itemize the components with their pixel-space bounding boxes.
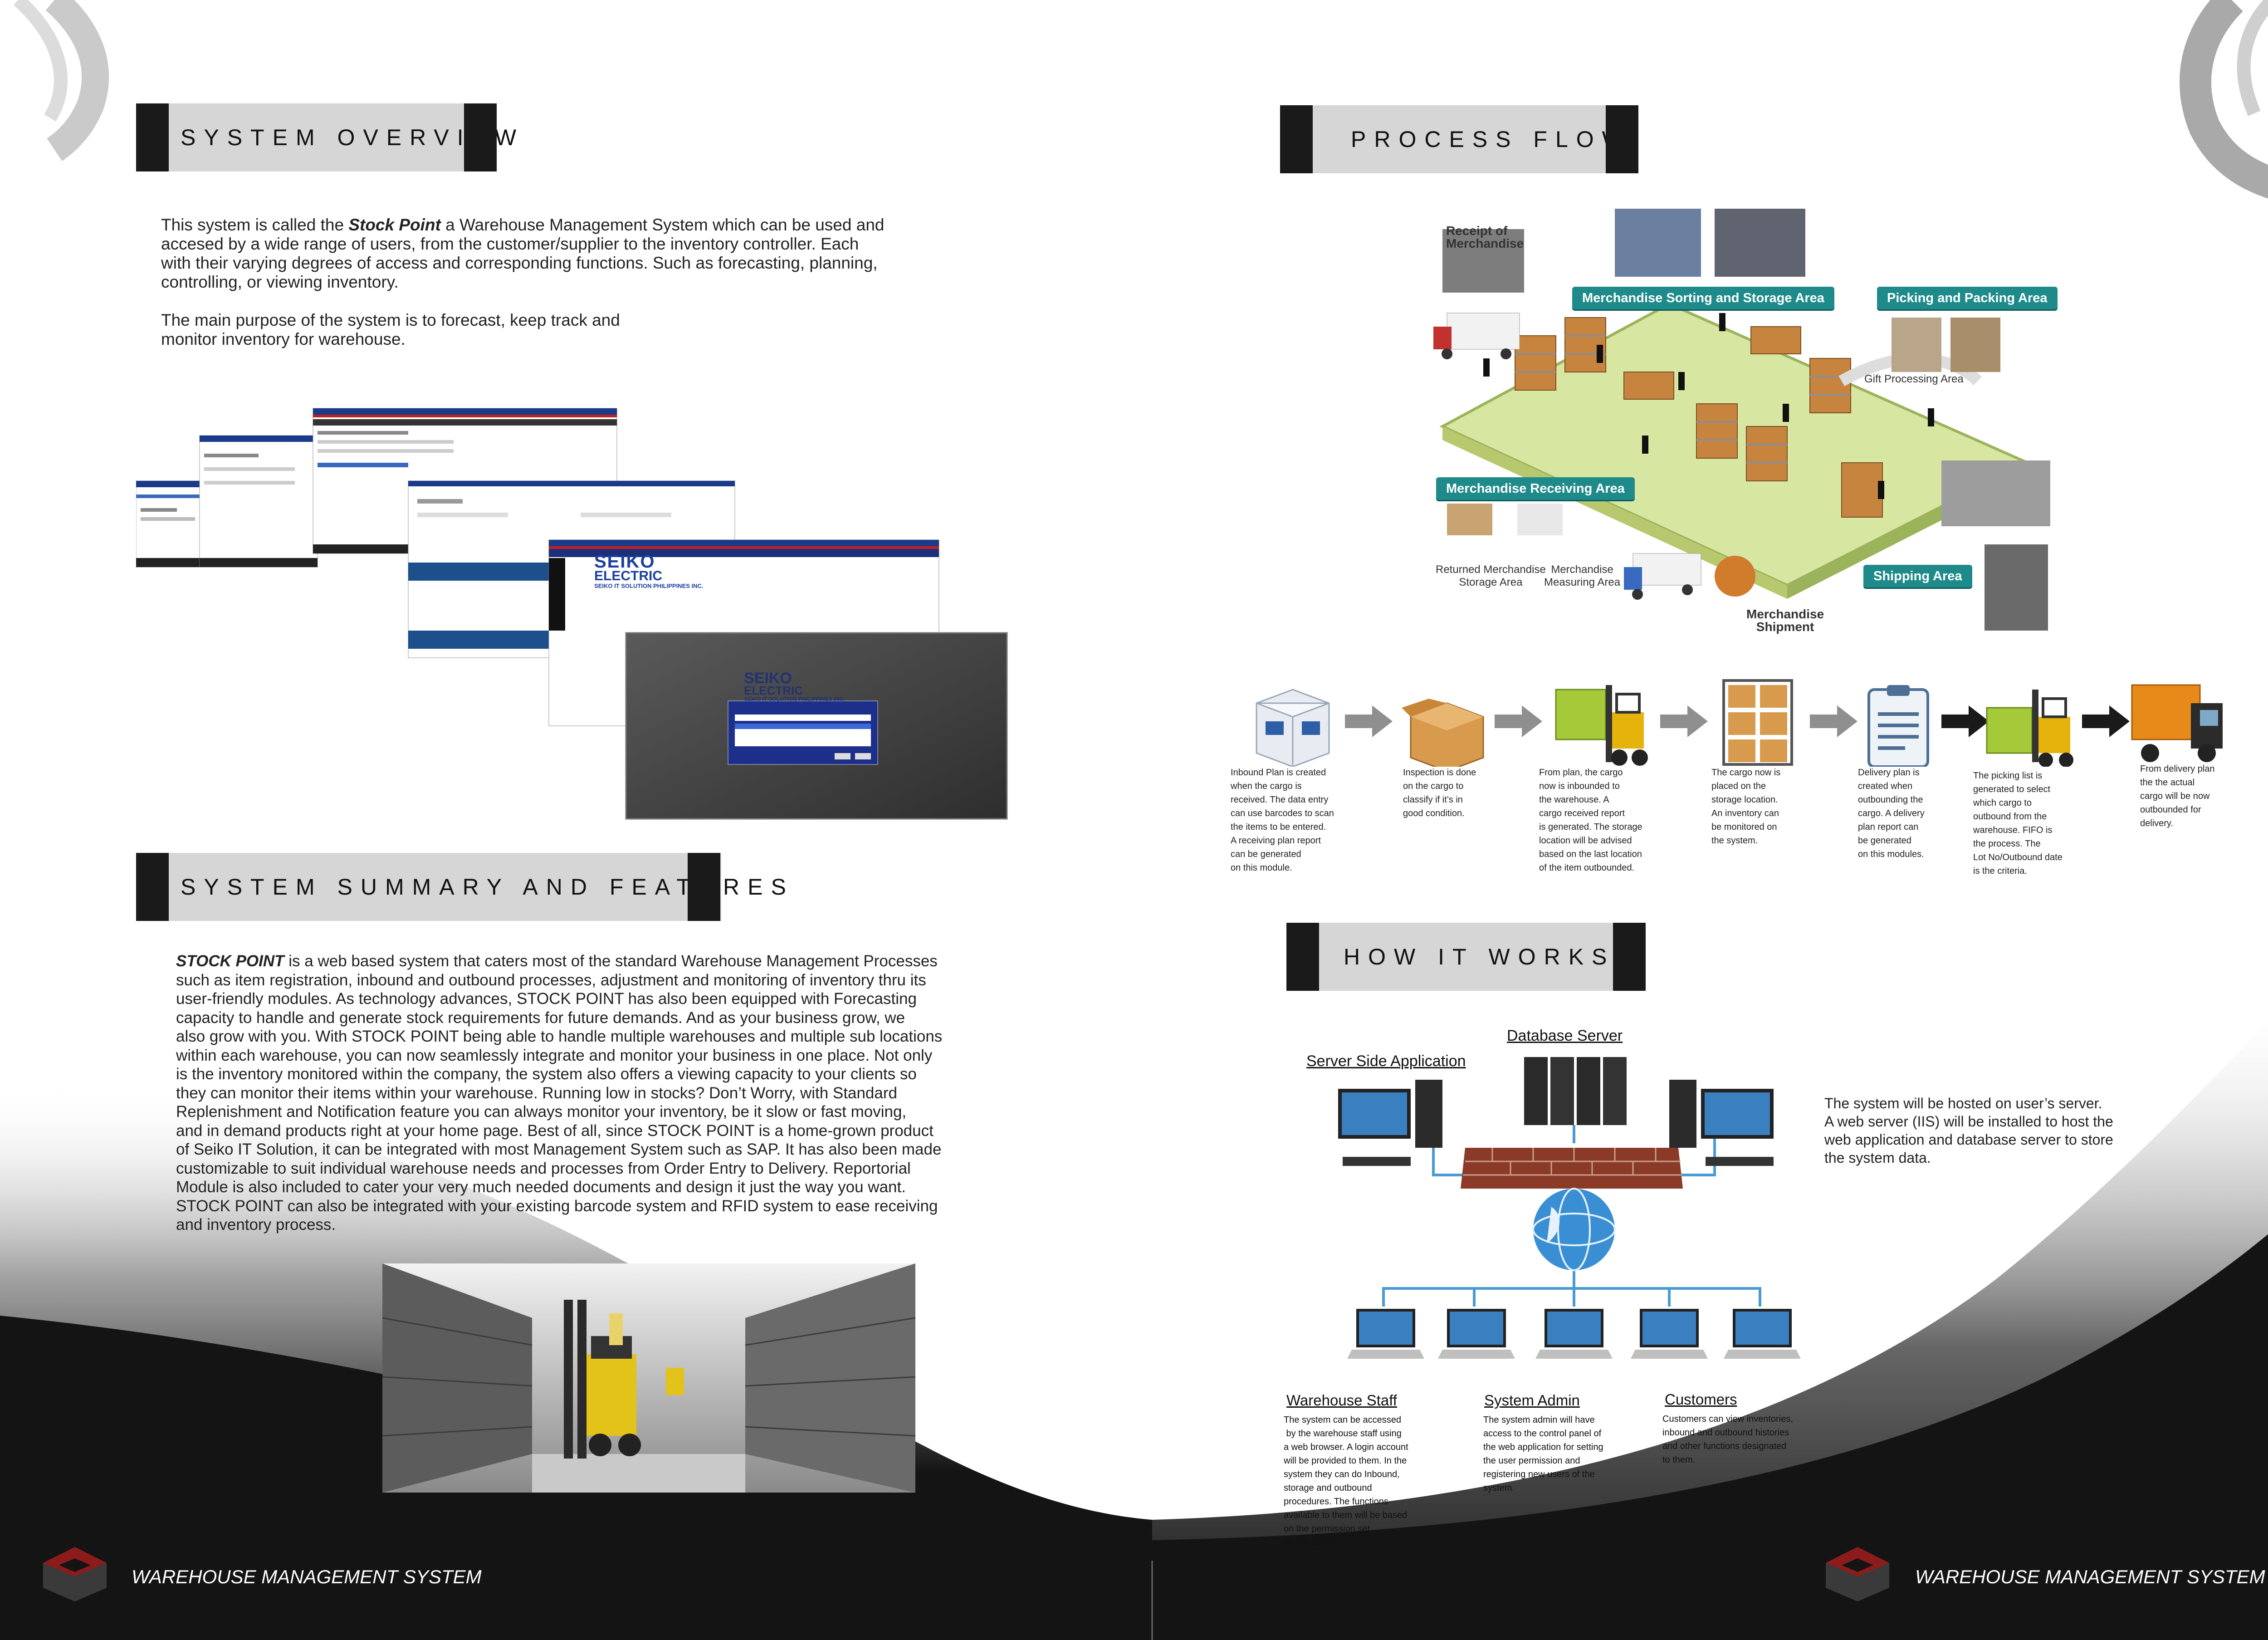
system-overview-header: SYSTEM OVERVIEW xyxy=(136,103,516,171)
role-warehouse-staff-title: Warehouse Staff xyxy=(1286,1392,1397,1409)
database-server-icon xyxy=(1524,1057,1627,1125)
inbound-truck xyxy=(1433,313,1520,359)
firewall-icon xyxy=(1461,1148,1683,1189)
label-receipt: Receipt of Merchandise xyxy=(1446,224,1524,250)
database-server-label: Database Server xyxy=(1507,1027,1623,1044)
label-shipping-area: Shipping Area xyxy=(1863,565,1972,587)
role-customers-title: Customers xyxy=(1665,1391,1737,1408)
network-diagram xyxy=(1338,1057,1801,1359)
laptops-row xyxy=(1347,1309,1801,1359)
role-system-admin-title: System Admin xyxy=(1484,1392,1580,1409)
hosting-text: The system will be hosted on user’s serv… xyxy=(1824,1095,2113,1166)
step-text-5: Delivery plan is created when outboundin… xyxy=(1858,768,1925,859)
warehouse-forklift-photo xyxy=(382,1263,915,1493)
label-sorting-area: Merchandise Sorting and Storage Area xyxy=(1572,287,1834,309)
picking-forklift-icon xyxy=(1986,690,2073,767)
delivery-truck-icon xyxy=(2131,684,2223,762)
summary-text: STOCK POINT is a web based system that c… xyxy=(176,952,943,1234)
screenshot-collage xyxy=(136,408,1008,820)
stock-point-lead: STOCK POINT xyxy=(176,952,284,970)
app-server-right-icon xyxy=(1669,1080,1774,1166)
role-system-admin-text: The system admin will have access to the… xyxy=(1483,1415,1603,1493)
app-server-left-icon xyxy=(1338,1080,1442,1166)
forklift-icon xyxy=(1555,685,1648,766)
warehouse-floor-diagram xyxy=(1433,209,2050,631)
label-shipment: Merchandise Shipment xyxy=(1746,607,1824,634)
header-block-left xyxy=(1280,105,1313,173)
how-it-works-header: HOW IT WORKS? xyxy=(1286,923,1646,991)
role-warehouse-staff-text: The system can be accessed by the wareho… xyxy=(1284,1415,1408,1547)
company-logo-left xyxy=(43,1547,107,1601)
label-measuring: Merchandise Measuring Area xyxy=(1544,563,1621,588)
seiko-logo-screen-5: SEIKO ELECTRIC SEIKO IT SOLUTION PHILIPP… xyxy=(594,552,704,589)
inbound-boxes-icon xyxy=(1256,689,1330,767)
step-text-2: Inspection is done on the cargo to class… xyxy=(1403,768,1476,818)
screen-2 xyxy=(199,435,318,568)
role-customers-text: Customers can view inventories, inbound … xyxy=(1662,1414,1793,1465)
process-steps-icons xyxy=(1256,679,2223,767)
summary-title: SYSTEM SUMMARY AND FEATURES xyxy=(181,874,794,900)
seiko-logo-screen-6: SEIKO ELECTRIC SEIKO IT SOLUTION PHILIPP… xyxy=(744,670,845,702)
process-flow-header: PROCESS FLOW xyxy=(1280,105,1638,173)
label-picking-area: Picking and Packing Area xyxy=(1877,287,2058,309)
delivery-plan-clipboard-icon xyxy=(1867,685,1929,767)
outbound-truck xyxy=(1624,553,1701,600)
footer-title-left: WAREHOUSE MANAGEMENT SYSTEM xyxy=(132,1566,482,1587)
label-gift-processing: Gift Processing Area xyxy=(1864,373,1964,385)
header-block-right xyxy=(1613,923,1646,991)
header-block-left xyxy=(1286,923,1319,991)
how-it-works-title: HOW IT WORKS? xyxy=(1344,944,1636,969)
header-block-left xyxy=(136,103,169,171)
company-logo-right xyxy=(1826,1547,1889,1601)
storage-shelf-icon xyxy=(1722,679,1793,766)
label-returned-storage: Returned Merchandise Storage Area xyxy=(1436,563,1546,588)
step-text-1: Inbound Plan is created when the cargo i… xyxy=(1231,768,1334,873)
header-block-right xyxy=(1606,105,1638,173)
header-block-left xyxy=(136,853,169,921)
step-text-3: From plan, the cargo now is inbounded to… xyxy=(1539,768,1642,873)
system-overview-text: This system is called the Stock Point a … xyxy=(161,215,885,348)
inspection-box-icon xyxy=(1402,699,1484,767)
server-side-app-label: Server Side Application xyxy=(1306,1053,1466,1070)
header-block-right xyxy=(464,103,497,171)
label-receiving-area: Merchandise Receiving Area xyxy=(1436,477,1635,500)
screen-6 xyxy=(625,632,1008,820)
step-text-7: From delivery plan the the actual cargo … xyxy=(2140,764,2215,828)
process-flow-title: PROCESS FLOW xyxy=(1351,127,1632,152)
footer-title-right: WAREHOUSE MANAGEMENT SYSTEM xyxy=(1915,1566,2265,1587)
internet-globe-icon xyxy=(1532,1188,1616,1271)
summary-header: SYSTEM SUMMARY AND FEATURES xyxy=(136,853,786,921)
stock-point-emphasis: Stock Point xyxy=(348,215,441,234)
header-block-right xyxy=(688,853,720,921)
step-text-4: The cargo now is placed on the storage l… xyxy=(1711,768,1781,846)
step-text-6: The picking list is generated to select … xyxy=(1973,771,2063,876)
system-overview-title: SYSTEM OVERVIEW xyxy=(181,125,525,150)
